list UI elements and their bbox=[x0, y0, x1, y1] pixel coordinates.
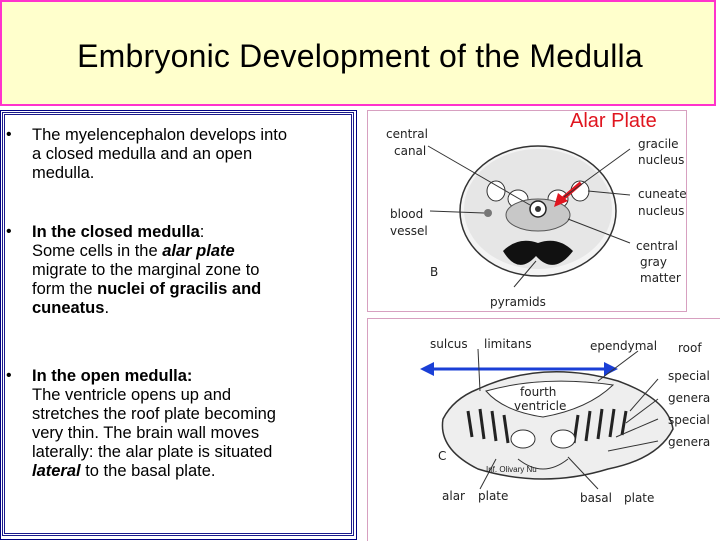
label-genera: genera bbox=[668, 391, 711, 405]
label-limitans: limitans bbox=[484, 337, 532, 351]
closed-medulla-figure: central canal gracile nucleus cuneate nu… bbox=[367, 110, 687, 312]
alar-plate-label: Alar Plate bbox=[570, 110, 657, 132]
label-vessel: vessel bbox=[390, 224, 428, 238]
label-nucleus: nucleus bbox=[638, 204, 685, 218]
label-blood: blood bbox=[390, 207, 424, 221]
bullet-1-line: medulla. bbox=[32, 164, 95, 182]
bullet-dot: • bbox=[6, 367, 12, 384]
bullet-dot: • bbox=[6, 126, 12, 143]
pyramids-shape bbox=[503, 240, 573, 265]
label-plate: plate bbox=[624, 491, 655, 505]
closed-medulla-diagram bbox=[427, 145, 631, 288]
bullet-1-line: The myelencephalon develops into bbox=[32, 126, 288, 144]
label-plate: plate bbox=[478, 489, 509, 503]
text-panel bbox=[2, 112, 354, 536]
blood-vessel bbox=[484, 209, 492, 217]
bullet-dot: • bbox=[6, 223, 12, 240]
bullet-3-heading: In the open medulla: bbox=[32, 367, 193, 385]
open-medulla-diagram bbox=[420, 348, 674, 490]
open-medulla-figure: sulcus limitans ependymal roof special g… bbox=[367, 318, 720, 541]
label-sulcus: sulcus bbox=[430, 337, 468, 351]
fourth-ventricle bbox=[485, 380, 615, 418]
label-pyramids: pyramids bbox=[490, 295, 546, 309]
label-canal: canal bbox=[394, 144, 427, 158]
label-inf-olivary: Inf. Olivary Nu bbox=[486, 465, 537, 474]
bullet-2-heading: In the closed medulla bbox=[32, 223, 200, 241]
label-B: B bbox=[430, 265, 439, 279]
alar-plate-emphasis: alar plate bbox=[162, 242, 235, 260]
label-gracile: gracile bbox=[638, 137, 679, 151]
title-banner: Embryonic Development of the Medulla bbox=[0, 0, 716, 106]
label-special: special bbox=[668, 413, 710, 427]
label-basal: basal bbox=[580, 491, 612, 505]
slide-title: Embryonic Development of the Medulla bbox=[77, 38, 643, 74]
wall-stripes bbox=[466, 408, 628, 444]
label-ventricle: ventricle bbox=[514, 399, 567, 413]
label-genera: genera bbox=[668, 435, 711, 449]
label-C: C bbox=[438, 449, 447, 463]
label-fourth: fourth bbox=[520, 385, 557, 399]
label-cuneate: cuneate bbox=[638, 187, 687, 201]
cuneate-nucleus-left bbox=[486, 180, 506, 202]
label-central: central bbox=[636, 239, 678, 253]
label-gray: gray bbox=[640, 255, 668, 269]
label-central: central bbox=[386, 127, 428, 141]
label-roof: roof bbox=[678, 341, 702, 355]
bullet-1-line: a closed medulla and an open bbox=[32, 145, 253, 163]
label-matter: matter bbox=[640, 271, 681, 285]
label-ependymal: ependymal bbox=[590, 339, 658, 353]
label-nucleus: nucleus bbox=[638, 153, 685, 167]
label-alar: alar bbox=[442, 489, 465, 503]
label-special: special bbox=[668, 369, 710, 383]
